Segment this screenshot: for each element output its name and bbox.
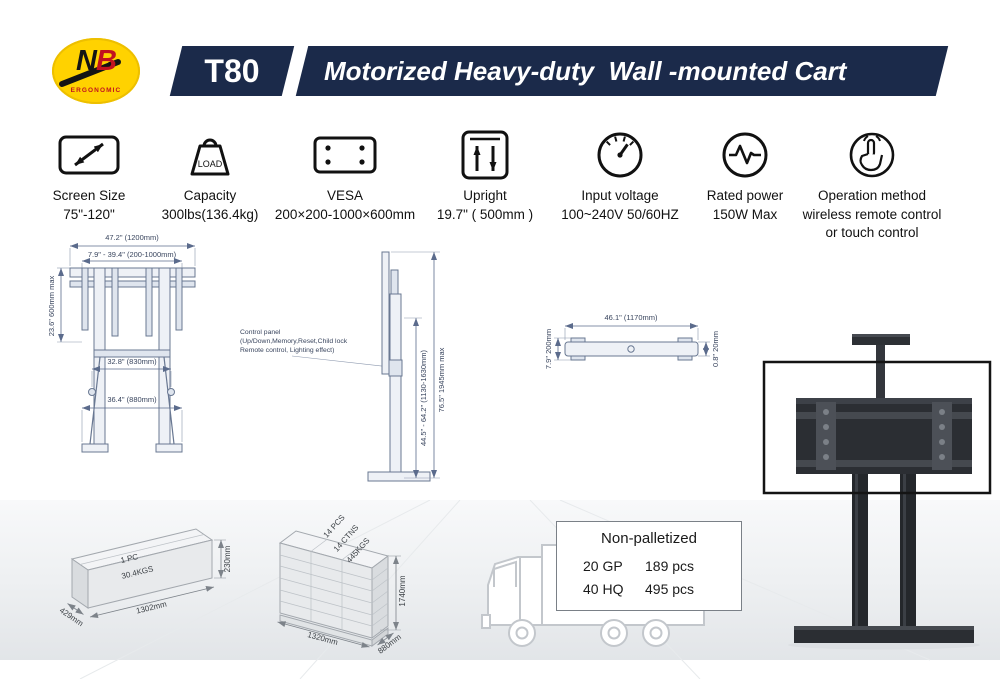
shipping-title: Non-palletized	[601, 530, 697, 547]
carton-drawing: 1 PC 30.4KGS 230mm 1302mm 429mm	[58, 528, 232, 629]
touch-hand-icon	[849, 132, 895, 178]
tv-outline	[762, 360, 992, 495]
spec-label: VESA	[326, 188, 364, 203]
truck-cab	[487, 556, 543, 626]
spec-vesa: VESA 200×200-1000×600mm	[270, 128, 420, 224]
load-weight-icon: LOAD	[190, 138, 230, 176]
control-panel-note-line3: Remote control, Lighting effect)	[240, 347, 334, 354]
top-thickness-dimension: 0.8" 20mm	[711, 331, 720, 367]
control-panel-note-line2: (Up/Down,Memory,Reset,Child lock	[240, 338, 348, 345]
spec-value: 100~240V 50/60HZ	[561, 207, 679, 222]
spec-value: 200×200-1000×600mm	[274, 207, 416, 222]
voltage-gauge-icon	[597, 132, 643, 178]
spec-value: 300lbs(136.4kg)	[161, 207, 259, 222]
product-render	[762, 334, 992, 650]
spec-value: 150W Max	[712, 207, 778, 222]
screen-size-icon	[58, 135, 120, 175]
container-quantity: 189 pcs	[645, 558, 695, 574]
top-view-drawing: 46.1" (1170mm) 7.9" 200mm 0.8" 20mm	[544, 313, 720, 369]
spec-label: Capacity	[183, 188, 237, 203]
container-quantity: 495 pcs	[645, 581, 695, 598]
pallet-drawing: 14 PCS 14 CTNS 445KGS 1740mm 1320mm 880m…	[277, 513, 407, 656]
spec-label: Rated power	[706, 188, 784, 203]
tv-profile	[381, 251, 390, 375]
brand-logo: NB ERGONOMIC	[52, 38, 140, 104]
model-number: T80	[204, 53, 260, 89]
power-pulse-icon	[722, 132, 768, 178]
truck-window	[493, 560, 517, 587]
pallet-height-dimension: 1740mm	[398, 575, 407, 606]
shipping-info-box: Non-palletized 20 GP 189 pcs 40 HQ 495 p…	[556, 521, 742, 611]
front-width-dimension: 47.2" (1200mm)	[105, 233, 159, 242]
side-range-dimension: 44.5" - 64.2" (1130-1630mm)	[419, 349, 428, 446]
spec-rated-power: Rated power 150W Max	[670, 128, 820, 224]
container-type: 20 GP	[583, 558, 623, 574]
control-panel-leader-line	[291, 355, 391, 368]
model-banner: T80	[169, 46, 295, 96]
carton-label-line1: 1 PC	[120, 552, 140, 565]
spec-label: Input voltage	[581, 188, 659, 203]
top-depth-dimension: 7.9" 200mm	[544, 329, 553, 369]
truck-bumper	[481, 614, 491, 629]
logo-letter-b: B	[96, 45, 117, 77]
spec-operation-method: Operation method wireless remote control…	[797, 128, 947, 241]
spec-label: Screen Size	[52, 188, 126, 203]
carton-depth-dimension: 429mm	[58, 606, 85, 629]
front-outer-dimension: 36.4" (880mm)	[107, 395, 157, 404]
lift-column	[389, 293, 402, 479]
product-title: Motorized Heavy-duty Wall -mounted Cart	[324, 56, 847, 86]
control-panel	[388, 359, 403, 377]
side-max-dimension: 76.5" 1945mm max	[437, 347, 446, 412]
front-height-dimension: 23.6" 600mm max	[47, 275, 56, 336]
spec-value: wireless remote control or touch control	[797, 206, 947, 241]
base-foot	[367, 471, 431, 482]
control-panel-note-line1: Control panel	[240, 329, 281, 336]
right-foot	[155, 443, 183, 453]
shipping-row: 40 HQ 495 pcs	[557, 578, 741, 601]
upright-arrows-icon	[461, 130, 509, 180]
spec-value: 75"-120"	[63, 207, 115, 222]
spec-screen-size: Screen Size 75"-120"	[14, 128, 164, 224]
shipping-table: 20 GP 189 pcs 40 HQ 495 pcs	[557, 555, 741, 601]
logo-text: NB	[52, 47, 140, 76]
floor-base	[794, 626, 974, 643]
spec-label: Upright	[463, 188, 507, 203]
wall-bar	[564, 341, 699, 357]
vesa-plate-icon	[313, 136, 377, 174]
load-icon-text: LOAD	[198, 159, 223, 169]
spec-label: Operation method	[817, 188, 927, 203]
spec-value-line1: wireless remote control	[802, 207, 942, 222]
shipping-row: 20 GP 189 pcs	[557, 555, 741, 578]
spec-value-line2: or touch control	[825, 224, 919, 240]
carton-height-dimension: 230mm	[223, 545, 232, 572]
front-view-drawing: 47.2" (1200mm) 7.9" - 39.4" (200-1000mm)…	[47, 233, 196, 453]
camera-shelf	[852, 334, 910, 400]
lower-rail	[69, 280, 196, 288]
crossbar	[93, 349, 171, 358]
shelf-pole	[876, 345, 885, 400]
spec-capacity: LOAD Capacity 300lbs(136.4kg)	[135, 128, 285, 224]
logo-letter-n: N	[76, 45, 97, 77]
spec-input-voltage: Input voltage 100~240V 50/60HZ	[545, 128, 695, 224]
logo-subtext: ERGONOMIC	[70, 87, 122, 94]
front-vesa-range-dimension: 7.9" - 39.4" (200-1000mm)	[88, 250, 177, 259]
left-foot	[81, 443, 109, 453]
side-view-drawing: Control panel (Up/Down,Memory,Reset,Chil…	[240, 251, 446, 482]
logo-arrow-icon	[59, 59, 121, 87]
title-banner: Motorized Heavy-duty Wall -mounted Cart	[295, 46, 949, 96]
top-width-dimension: 46.1" (1170mm)	[605, 313, 658, 322]
container-type: 40 HQ	[583, 581, 624, 598]
top-rail	[69, 267, 196, 278]
dimension-drawings: 47.2" (1200mm) 7.9" - 39.4" (200-1000mm)…	[47, 233, 720, 482]
lift-columns	[852, 474, 916, 632]
spec-upright: Upright 19.7" ( 500mm )	[410, 128, 560, 224]
vesa-mount-plate	[796, 398, 972, 474]
spec-value: 19.7" ( 500mm )	[436, 207, 534, 222]
front-inner-dimension: 32.8" (830mm)	[107, 357, 157, 366]
